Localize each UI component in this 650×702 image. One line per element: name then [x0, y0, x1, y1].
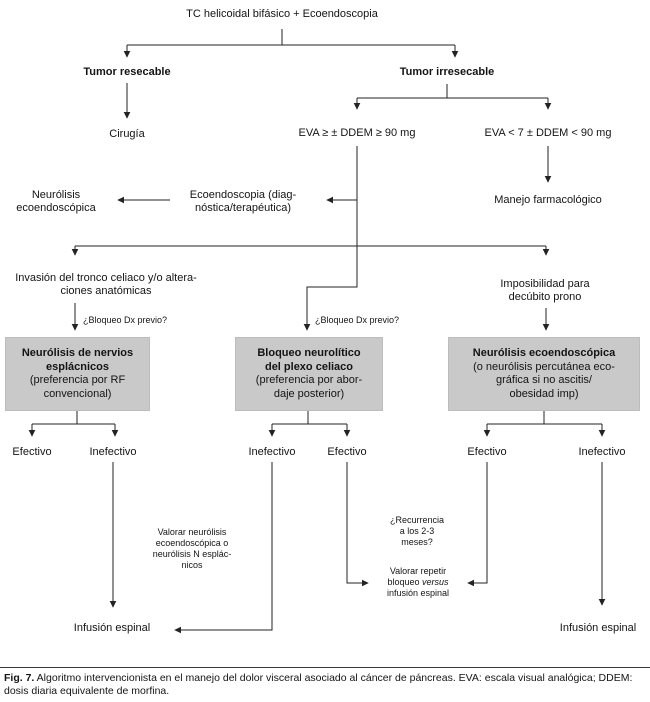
node-imposibilidad-decubito: Imposibilidad para decúbito prono — [500, 278, 590, 303]
node-eva-high: EVA ≥ ± DDEM ≥ 90 mg — [298, 127, 416, 139]
node-infusion-espinal-right: Infusión espinal — [559, 622, 637, 634]
figure-caption: Fig. 7. Algoritmo intervencionista en el… — [4, 672, 646, 698]
outcome-left-efectivo: Efectivo — [12, 446, 52, 458]
outcome-mid-efectivo: Efectivo — [327, 446, 367, 458]
figure-caption-text: Algoritmo intervencionista en el manejo … — [4, 672, 633, 697]
node-eva-low: EVA < 7 ± DDEM < 90 mg — [484, 127, 612, 139]
label-bloqueo-dx-previo-left: ¿Bloqueo Dx previo? — [83, 315, 168, 325]
box-bloqueo-plexo-celiaco: Bloqueo neurolítico del plexo celiaco (p… — [235, 337, 383, 411]
box-neurolisis-ecoendoscopica: Neurólisis ecoendoscópica (o neurólisis … — [448, 337, 640, 411]
outcome-right-efectivo: Efectivo — [467, 446, 507, 458]
figure-caption-label: Fig. 7. — [4, 672, 35, 684]
caption-divider — [0, 667, 650, 668]
node-tumor-resecable: Tumor resecable — [83, 66, 171, 78]
node-title: TC helicoidal bifásico + Ecoendoscopia — [186, 8, 378, 20]
node-invasion-tronco-celiaco: Invasión del tronco celiaco y/o altera- … — [15, 272, 197, 297]
node-infusion-espinal-left: Infusión espinal — [73, 622, 151, 634]
outcome-right-inefectivo: Inefectivo — [578, 446, 626, 458]
outcome-mid-inefectivo: Inefectivo — [248, 446, 296, 458]
outcome-left-inefectivo: Inefectivo — [89, 446, 137, 458]
box-neurolisis-esplacnicos: Neurólisis de nervios esplácnicos (prefe… — [5, 337, 150, 411]
node-tumor-irresecable: Tumor irresecable — [399, 66, 495, 78]
label-bloqueo-dx-previo-mid: ¿Bloqueo Dx previo? — [315, 315, 400, 325]
node-neurolisis-ecoendoscopica: Neurólisis ecoendoscópica — [16, 189, 96, 214]
label-valorar-repetir-bloqueo: Valorar repetir bloqueo versus infusión … — [386, 566, 450, 598]
node-manejo-farmacologico: Manejo farmacológico — [494, 194, 602, 206]
label-valorar-neurolisis: Valorar neurólisis ecoendoscópica o neur… — [152, 527, 232, 570]
node-cirugia: Cirugía — [109, 128, 145, 140]
node-ecoendoscopia: Ecoendoscopia (diag- nóstica/terapéutica… — [189, 189, 297, 214]
label-recurrencia-2-3-meses: ¿Recurrencia a los 2-3 meses? — [389, 515, 445, 547]
